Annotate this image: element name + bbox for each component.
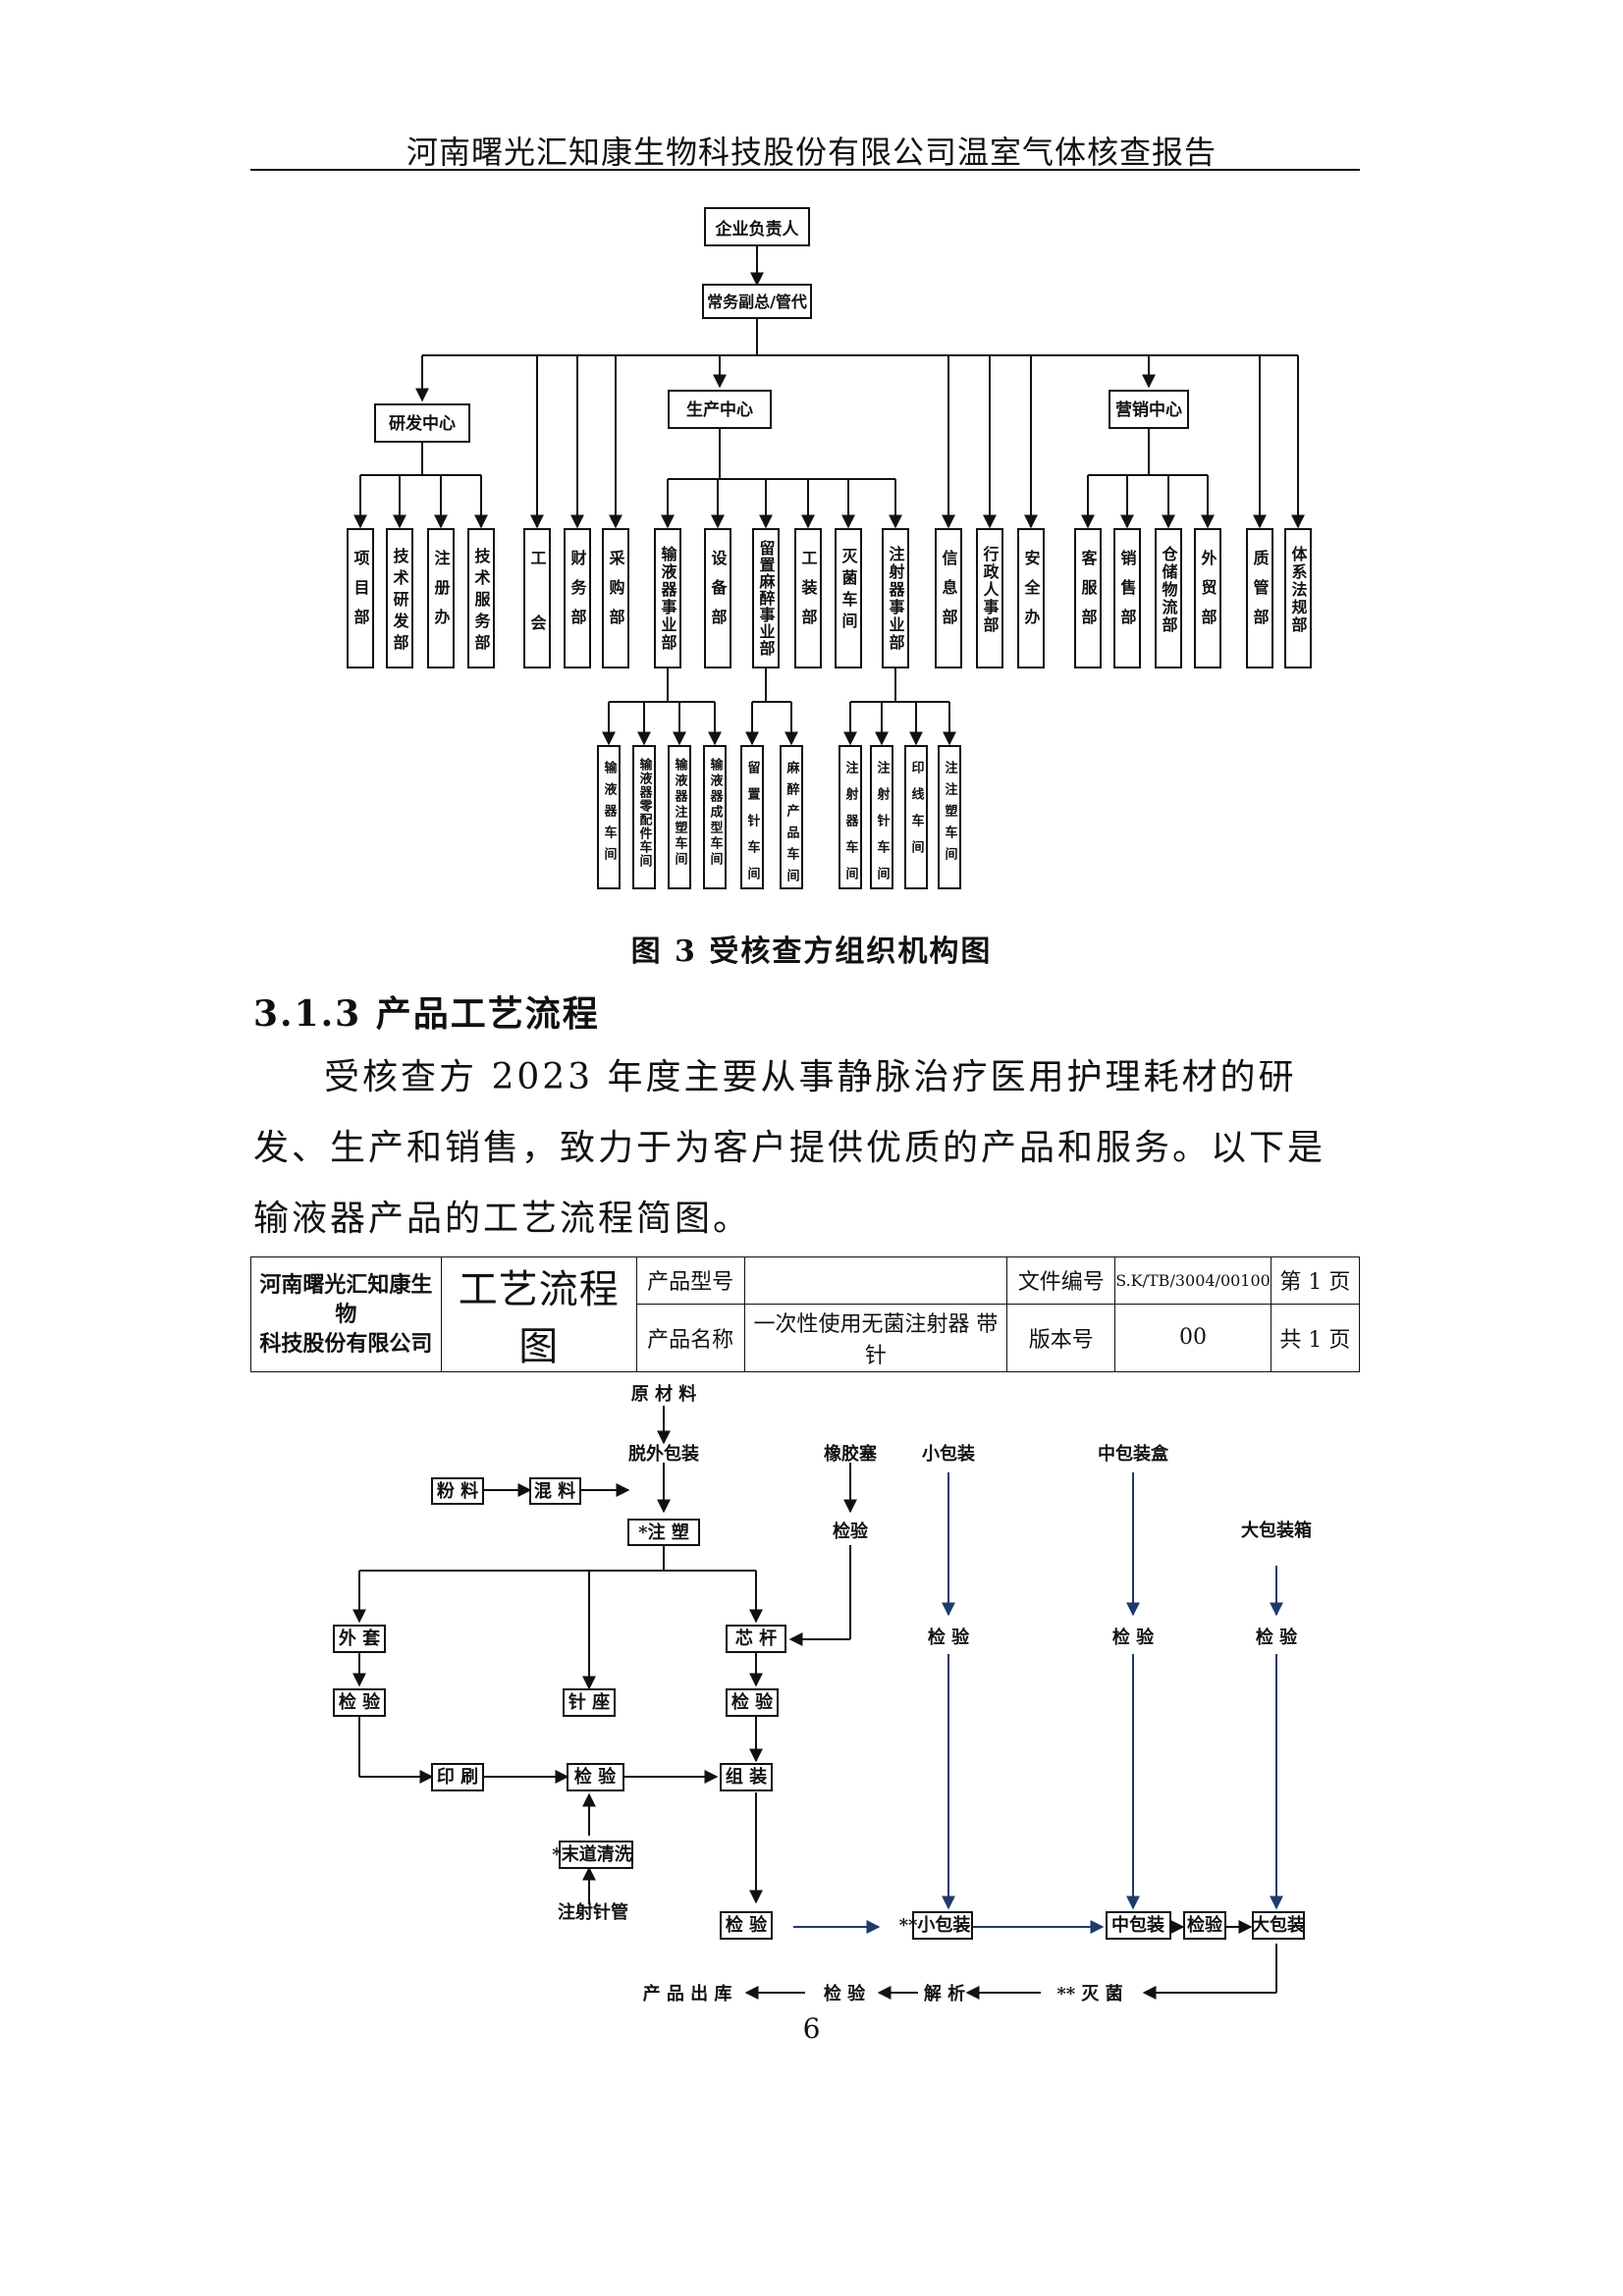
form-product-name-value: 一次性使用无菌注射器 带针 — [743, 1303, 1008, 1373]
flow-inspect-mid: 检 验 — [1112, 1627, 1155, 1648]
flow-outer-sleeve: 外 套 — [339, 1628, 380, 1649]
flow-mid-box-input: 中包装盒 — [1098, 1443, 1169, 1465]
flow-inspect-big: 检 验 — [1256, 1627, 1298, 1648]
dept-gongzhuang: 工装部 — [799, 550, 819, 638]
svg-text:研发中心: 研发中心 — [389, 413, 456, 434]
dept-xingzheng: 行政人事部 — [981, 545, 1001, 634]
section-paragraph: 受核查方 2023 年度主要从事静脉治疗医用护理耗材的研发、生产和销售，致力于为… — [253, 1057, 1326, 1239]
form-file-no-value: S.K/TB/3004/00100 — [1114, 1256, 1271, 1305]
workshop-8: 注射针车间 — [875, 760, 892, 893]
figure-caption: 图 3 受核查方组织机构图 — [630, 934, 993, 969]
flow-core-rod: 芯 杆 — [735, 1628, 777, 1649]
flow-big-pack: 大包装 — [1252, 1914, 1305, 1936]
flow-inspect-outer: 检 验 — [339, 1691, 381, 1713]
flow-inspect-rubber: 检验 — [833, 1521, 869, 1542]
dept-jishuyanfa: 技术研发部 — [391, 547, 410, 656]
flow-mixing: 混 料 — [534, 1480, 575, 1502]
dept-xiangmu: 项目部 — [352, 550, 370, 638]
dept-shebei: 设备部 — [709, 550, 729, 638]
form-product-model-label: 产品型号 — [635, 1256, 745, 1305]
svg-text:企业负责人: 企业负责人 — [715, 219, 800, 240]
flow-rubber-plug: 橡胶塞 — [824, 1443, 878, 1465]
section-heading: 3.1.3 产品工艺流程 — [253, 993, 600, 1035]
dept-zhiguan: 质管部 — [1251, 549, 1270, 638]
workshop-4: 输液器成型车间 — [708, 757, 725, 868]
process-form-header: 河南曙光汇知康生物 科技股份有限公司 工艺流程图 产品型号 文件编号 S.K/T… — [250, 1256, 1361, 1373]
form-company-line1: 河南曙光汇知康生物 — [259, 1272, 433, 1327]
flow-big-box-input: 大包装箱 — [1241, 1520, 1312, 1541]
flow-raw-material: 原 材 料 — [631, 1383, 697, 1405]
dept-zhusheqi: 注射器事业部 — [887, 545, 906, 652]
form-total-pages: 共 1 页 — [1270, 1303, 1361, 1373]
form-product-name-label: 产品名称 — [635, 1303, 745, 1373]
process-flowchart: 原 材 料 脱外包装 橡胶塞 小包装 中包装盒 大包装箱 粉 料 混 料 *注 … — [333, 1383, 1312, 2002]
workshop-7: 注射器车间 — [843, 760, 860, 893]
dept-caiwu: 财务部 — [568, 549, 588, 638]
dept-mianjun: 灭菌车间 — [839, 548, 859, 634]
flow-printing: 印 刷 — [437, 1767, 478, 1788]
workshop-9: 印线车间 — [909, 761, 925, 867]
org-node-second: 常务副总/管代 — [702, 284, 812, 319]
form-company-line2: 科技股份有限公司 — [259, 1331, 433, 1357]
org-node-top: 企业负责人 — [704, 207, 810, 246]
flow-needle-tube: 注射针管 — [558, 1901, 628, 1923]
flow-inspect-center: 检 验 — [574, 1766, 617, 1788]
dept-tixi: 体系法规部 — [1289, 545, 1308, 634]
flow-inspect-final: 检 验 — [726, 1914, 768, 1936]
workshop-2: 输液器零配件车间 — [637, 757, 654, 868]
form-file-no-label: 文件编号 — [1006, 1256, 1116, 1305]
flow-needle-seat: 针 座 — [568, 1691, 610, 1713]
svg-text:常务副总/管代: 常务副总/管代 — [707, 293, 807, 311]
svg-text:生产中心: 生产中心 — [686, 400, 753, 420]
dept-gonghui: 工会 — [528, 550, 547, 679]
form-page-label: 第 1 页 — [1270, 1256, 1361, 1305]
dept-kefu: 客服部 — [1079, 549, 1098, 638]
flow-release: 产 品 出 库 — [643, 1983, 732, 2002]
org-node-production-center: 生产中心 — [668, 390, 772, 429]
flow-small-pack: **小包装 — [899, 1914, 971, 1936]
dept-caigou: 采购部 — [607, 550, 626, 638]
form-version-value: 00 — [1114, 1303, 1271, 1373]
flow-inspect-release: 检 验 — [824, 1983, 866, 2002]
dept-waimao: 外贸部 — [1199, 549, 1218, 638]
workshop-3: 输液器注塑车间 — [673, 757, 689, 868]
svg-text:营销中心: 营销中心 — [1115, 400, 1182, 420]
org-chart: 企业负责人 常务副总/管代 研发中心 生产中心 营销中心 — [347, 207, 1312, 893]
form-product-model-value — [743, 1256, 1008, 1305]
dept-jishufuwu: 技术服务部 — [472, 547, 492, 656]
form-company: 河南曙光汇知康生物 科技股份有限公司 — [250, 1256, 442, 1372]
workshop-6: 麻醉产品车间 — [784, 760, 801, 890]
header-divider — [250, 169, 1360, 171]
dept-zhuce: 注册办 — [432, 549, 451, 638]
flow-inspect-small: 检 验 — [928, 1627, 970, 1648]
dept-anquan: 安全办 — [1022, 549, 1042, 638]
workshop-5: 留置针车间 — [745, 760, 762, 893]
form-title: 工艺流程图 — [440, 1256, 637, 1372]
dept-xiaoshou: 销售部 — [1118, 549, 1137, 638]
workshop-1: 输液器车间 — [602, 760, 619, 869]
dept-shuyeqi: 输液器事业部 — [659, 545, 678, 652]
flow-analysis: 解 析 — [924, 1983, 965, 2002]
flow-injection: *注 塑 — [638, 1522, 689, 1543]
form-version-label: 版本号 — [1006, 1303, 1116, 1373]
flow-sterilize: ** 灭 菌 — [1056, 1984, 1122, 2002]
flow-inspect-pack: 检验 — [1187, 1914, 1223, 1936]
flow-small-pack-input: 小包装 — [922, 1443, 975, 1465]
dept-liuzhi: 留置麻醉事业部 — [757, 539, 777, 657]
page-number: 6 — [802, 2012, 821, 2045]
flow-assembly: 组 装 — [726, 1766, 767, 1788]
dept-cangchu: 仓储物流部 — [1160, 545, 1179, 634]
workshop-10: 注注塑车间 — [943, 760, 958, 869]
flow-mid-pack: 中包装 — [1111, 1914, 1164, 1936]
org-node-marketing-center: 营销中心 — [1109, 390, 1189, 429]
flow-outer-unpack: 脱外包装 — [628, 1443, 699, 1465]
dept-xinxi: 信息部 — [940, 549, 958, 638]
flow-end-clean: *末道清洗 — [552, 1843, 631, 1865]
flow-inspect-core: 检 验 — [731, 1691, 774, 1713]
document-header: 河南曙光汇知康生物科技股份有限公司温室气体核查报告 — [406, 133, 1217, 171]
org-node-rd-center: 研发中心 — [374, 403, 470, 443]
flow-powder: 粉 料 — [437, 1480, 478, 1502]
